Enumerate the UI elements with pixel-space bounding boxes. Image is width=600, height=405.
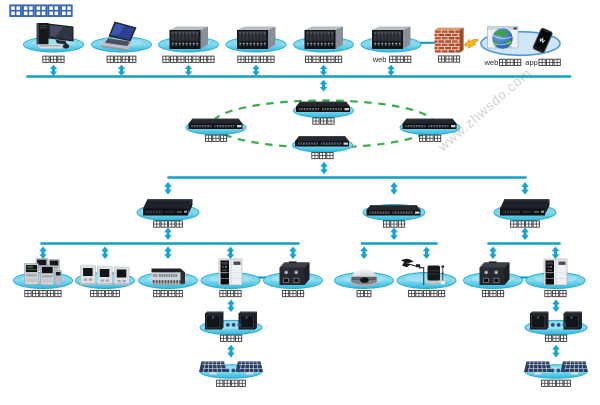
svg-text:web: web bbox=[372, 55, 387, 64]
svg-text:app: app bbox=[525, 58, 538, 67]
svg-text:web: web bbox=[484, 58, 499, 67]
